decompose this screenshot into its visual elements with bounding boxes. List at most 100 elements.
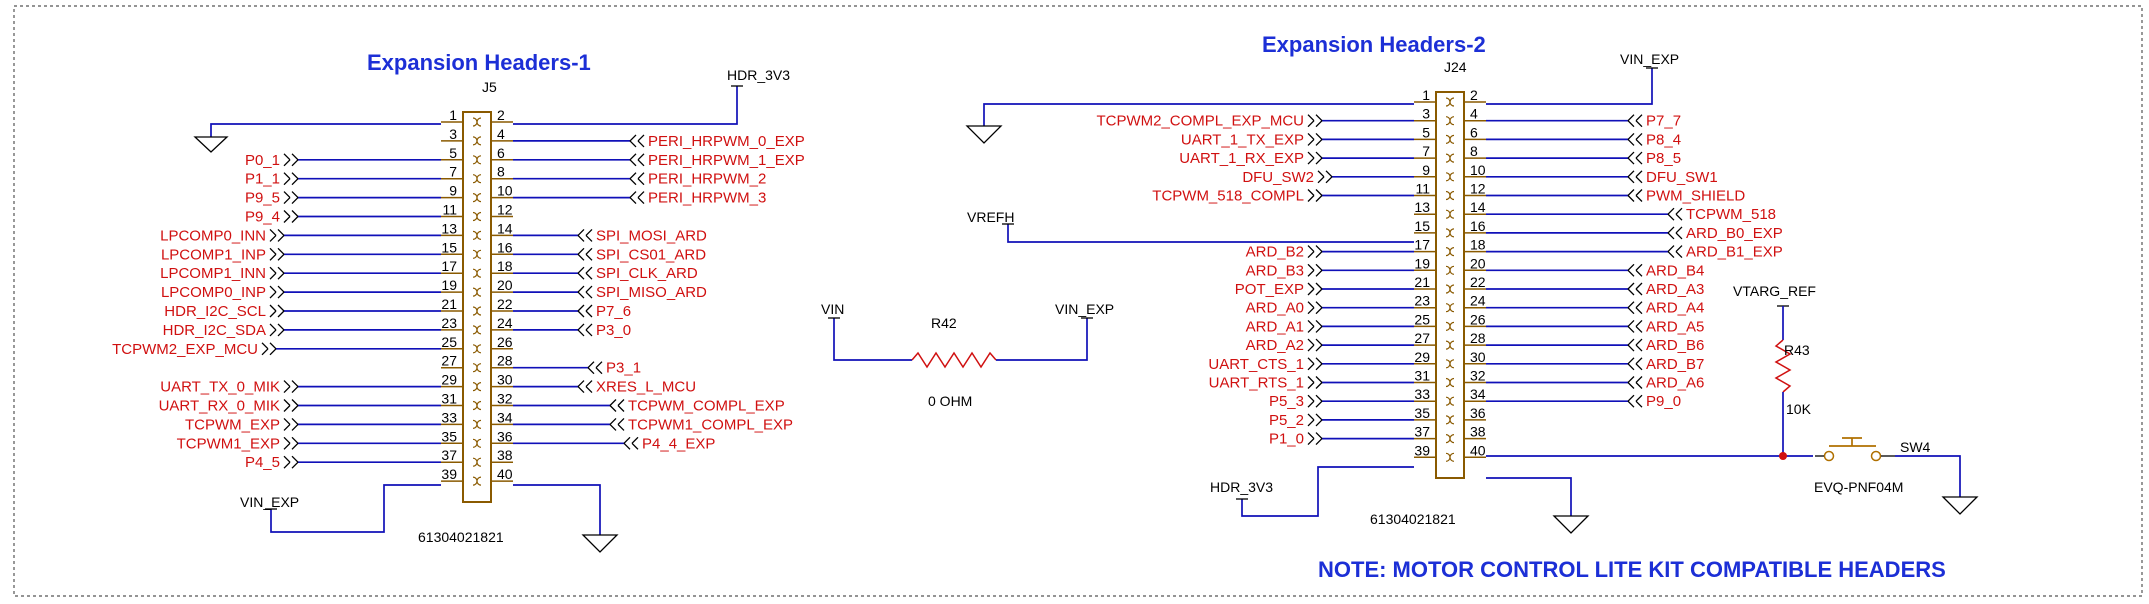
j24-pin-number: 4 <box>1470 106 1478 122</box>
j5-net-label: LPCOMP1_INN <box>160 265 266 282</box>
j5-net-label: P0_1 <box>245 152 280 169</box>
j24-pin-number: 28 <box>1470 330 1486 346</box>
j5-pin-number: 9 <box>449 183 457 199</box>
j5-net-label: P4_5 <box>245 454 280 471</box>
j24-net-label: ARD_A3 <box>1646 281 1704 298</box>
j5-net-label: SPI_CS01_ARD <box>596 246 706 263</box>
j5-pin-number: 13 <box>441 220 457 236</box>
j5-net-label: P3_1 <box>606 360 641 377</box>
j24-pin-number: 17 <box>1414 237 1430 253</box>
j5-pin-number: 38 <box>497 447 513 463</box>
j5-pin-number: 12 <box>497 202 513 218</box>
j24-net-label: P5_2 <box>1269 412 1304 429</box>
j5-net-label: PERI_HRPWM_0_EXP <box>648 133 805 150</box>
j24-pin-number: 27 <box>1414 330 1430 346</box>
power-flag-hdr-3v3-j5: HDR_3V3 <box>727 67 790 87</box>
j5-pin-number: 39 <box>441 466 457 482</box>
j24-pin-number: 2 <box>1470 87 1478 103</box>
j24-pin-number: 33 <box>1414 386 1430 402</box>
j5-pin-number: 11 <box>442 202 457 218</box>
j24-net-label: UART_CTS_1 <box>1208 356 1304 373</box>
j24-net-label: UART_1_RX_EXP <box>1179 150 1304 167</box>
j5-net-label: P9_5 <box>245 190 280 207</box>
r43-value: 10K <box>1786 401 1812 417</box>
j24-pin-number: 23 <box>1414 293 1430 309</box>
j5-pin-number: 21 <box>441 296 457 312</box>
j24-pin-number: 12 <box>1470 181 1486 197</box>
j24-pin-number: 29 <box>1414 349 1430 365</box>
j5-pin-number: 23 <box>441 315 457 331</box>
j24-net-label: DFU_SW2 <box>1242 169 1314 186</box>
j5-pin-number: 34 <box>497 409 513 425</box>
vin-exp-label-j5: VIN_EXP <box>240 494 299 510</box>
j5-pin-number: 35 <box>441 428 457 444</box>
j5-net-label: LPCOMP1_INP <box>161 246 266 263</box>
j5-pin-number: 30 <box>497 372 513 388</box>
j5-title: Expansion Headers-1 <box>367 50 591 75</box>
switch-sw4: SW4 EVQ-PNF04M <box>1814 437 1979 515</box>
j24-pin-number: 21 <box>1414 274 1430 290</box>
r42-left-net: VIN <box>821 301 844 317</box>
j5-pin-number: 22 <box>497 296 513 312</box>
power-flag-vin-exp-j5: VIN_EXP <box>240 494 299 510</box>
j5-partnum: 61304021821 <box>418 529 504 545</box>
j24-pin-number: 39 <box>1414 442 1430 458</box>
j24-net-label: P9_0 <box>1646 393 1681 410</box>
sheet-border <box>13 5 2143 597</box>
j5-net-label: TCPWM_EXP <box>185 416 280 433</box>
vtarg-ref-label: VTARG_REF <box>1733 283 1816 299</box>
j24-net-label: TCPWM2_COMPL_EXP_MCU <box>1096 113 1304 130</box>
j24-net-label: TCPWM_518 <box>1686 206 1776 223</box>
j24-net-label: ARD_B6 <box>1646 337 1704 354</box>
sheet-note: NOTE: MOTOR CONTROL LITE KIT COMPATIBLE … <box>1318 557 1946 582</box>
j24-pin-number: 11 <box>1415 181 1430 197</box>
j24-pin-number: 13 <box>1414 199 1430 215</box>
j5-net-label: P7_6 <box>596 303 631 320</box>
j24-net-label: P8_4 <box>1646 131 1681 148</box>
j24-pin-number: 7 <box>1422 143 1430 159</box>
j24-pin-number: 10 <box>1470 162 1486 178</box>
j24-pin-number: 35 <box>1414 405 1430 421</box>
j5-net-label: HDR_I2C_SCL <box>164 303 266 320</box>
j5-pin-number: 4 <box>497 126 505 142</box>
j5-refdes: J5 <box>482 79 497 95</box>
resistor-r43: VTARG_REF R43 10K <box>1733 283 1816 460</box>
r42-value: 0 OHM <box>928 393 972 409</box>
j24-pin-number: 30 <box>1470 349 1486 365</box>
r42-refdes: R42 <box>931 315 957 331</box>
j5-pin-number: 3 <box>449 126 457 142</box>
j5-net-label: TCPWM1_COMPL_EXP <box>628 416 793 433</box>
j24-net-label: ARD_A6 <box>1646 375 1704 392</box>
j24-pin-number: 37 <box>1414 424 1430 440</box>
j5-net-label: PERI_HRPWM_1_EXP <box>648 152 805 169</box>
j5-net-label: PERI_HRPWM_2 <box>648 171 766 188</box>
j24-pin-number: 36 <box>1470 405 1486 421</box>
r43-refdes: R43 <box>1784 342 1810 358</box>
j24-pin-number: 24 <box>1470 293 1486 309</box>
j24-net-label: ARD_B4 <box>1646 262 1704 279</box>
j5-pin-number: 10 <box>497 183 513 199</box>
j24-pin-number: 18 <box>1470 237 1486 253</box>
j24-pin-number: 5 <box>1422 124 1430 140</box>
j5-pin-number: 24 <box>497 315 513 331</box>
j5-net-label: LPCOMP0_INP <box>161 284 266 301</box>
power-flag-vin-exp-j24: VIN_EXP <box>1620 51 1679 69</box>
j24-pin-number: 38 <box>1470 424 1486 440</box>
resistor-r42: VIN VIN_EXP R42 0 OHM <box>821 301 1114 409</box>
j5-pin-number: 27 <box>441 353 457 369</box>
j24-net-label: ARD_A5 <box>1646 318 1704 335</box>
j5-net-label: P9_4 <box>245 209 280 226</box>
j5-net-label: SPI_MOSI_ARD <box>596 227 707 244</box>
sw4-part: EVQ-PNF04M <box>1814 479 1903 495</box>
j24-pin-number: 16 <box>1470 218 1486 234</box>
j24-net-label: P5_3 <box>1269 393 1304 410</box>
j24-net-label: ARD_B1_EXP <box>1686 244 1783 261</box>
j5-net-label: PERI_HRPWM_3 <box>648 190 766 207</box>
j24-pin-number: 14 <box>1470 199 1486 215</box>
j24-net-label: ARD_A2 <box>1246 337 1304 354</box>
j24-pin-number: 6 <box>1470 124 1478 140</box>
j5-pin-number: 31 <box>441 391 457 407</box>
j5-pin-number: 19 <box>441 277 457 293</box>
j5-pin-number: 17 <box>441 258 457 274</box>
